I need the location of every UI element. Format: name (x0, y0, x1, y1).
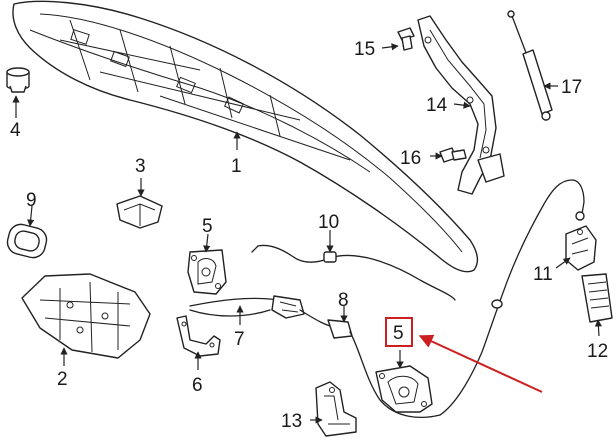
highlight-box (385, 317, 413, 347)
callout-8: 8 (338, 290, 349, 311)
callout-1: 1 (231, 156, 242, 177)
callout-labels: 1 2 3 4 5 5 6 7 8 9 10 11 12 13 14 15 16… (10, 39, 608, 432)
hood-hinge (417, 15, 505, 195)
hinge-bolt-upper (397, 27, 415, 51)
callout-16: 16 (400, 148, 421, 169)
hood-latch-lower (375, 365, 433, 413)
callout-5-upper: 5 (202, 216, 213, 237)
hood-latch-upper (187, 249, 227, 295)
hood-bumper (6, 67, 30, 93)
callout-10: 10 (318, 212, 339, 233)
release-cable (189, 295, 441, 418)
callout-12: 12 (587, 341, 608, 362)
callout-6: 6 (192, 375, 203, 396)
highlight-arrow (418, 334, 543, 393)
callout-5-lower: 5 (393, 323, 404, 344)
hood-cable-upper (251, 244, 456, 301)
hood-clip (116, 195, 163, 229)
callout-3: 3 (135, 156, 146, 177)
hood-panel (12, 0, 479, 273)
leader-lines (12, 43, 602, 424)
release-handle (565, 225, 597, 271)
callout-7: 7 (234, 329, 245, 350)
callout-9: 9 (26, 190, 37, 211)
callout-14: 14 (426, 95, 448, 116)
callout-2: 2 (57, 369, 68, 390)
release-cable-long (439, 179, 585, 416)
handle-bezel (581, 273, 613, 323)
hinge-bolt-lower (439, 147, 467, 163)
safety-catch (315, 381, 357, 437)
callout-15: 15 (354, 39, 375, 60)
callout-17: 17 (561, 77, 582, 98)
grommet (6, 223, 48, 259)
latch-shield (21, 273, 151, 359)
hood-support-strut (507, 10, 553, 121)
callout-11: 11 (533, 264, 553, 285)
callout-13: 13 (281, 411, 302, 432)
callout-4: 4 (10, 120, 21, 141)
latch-bracket (176, 315, 221, 357)
